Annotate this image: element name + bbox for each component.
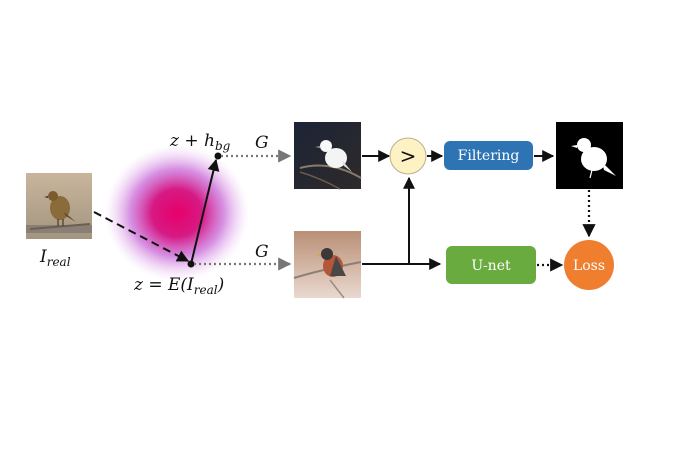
unet-box: U-net: [446, 246, 536, 284]
input-image: [26, 173, 92, 239]
z-point: [187, 260, 195, 268]
loss-label: Loss: [573, 258, 605, 274]
direction-vector: [190, 158, 220, 265]
z-encoder-label: z = E(Ireal): [133, 275, 224, 297]
latent-space-blob: [105, 145, 249, 281]
loss-node: Loss: [564, 240, 614, 290]
i-real-label: Ireal: [39, 247, 71, 269]
generated-background-image: [294, 122, 362, 190]
filtering-label: Filtering: [458, 148, 520, 164]
generated-image: [293, 231, 362, 299]
unet-label: U-net: [471, 258, 511, 274]
mask-image: [556, 122, 623, 189]
z-plus-hbg-label: z + hbg: [169, 131, 231, 153]
filtering-box: Filtering: [444, 141, 533, 170]
compare-node: >: [389, 137, 427, 175]
compare-symbol: >: [400, 144, 417, 168]
generator-label-top: G: [255, 133, 269, 153]
z-plus-h-point: [214, 152, 222, 160]
encode-arrow: [93, 211, 190, 262]
generator-label-bottom: G: [255, 242, 269, 262]
